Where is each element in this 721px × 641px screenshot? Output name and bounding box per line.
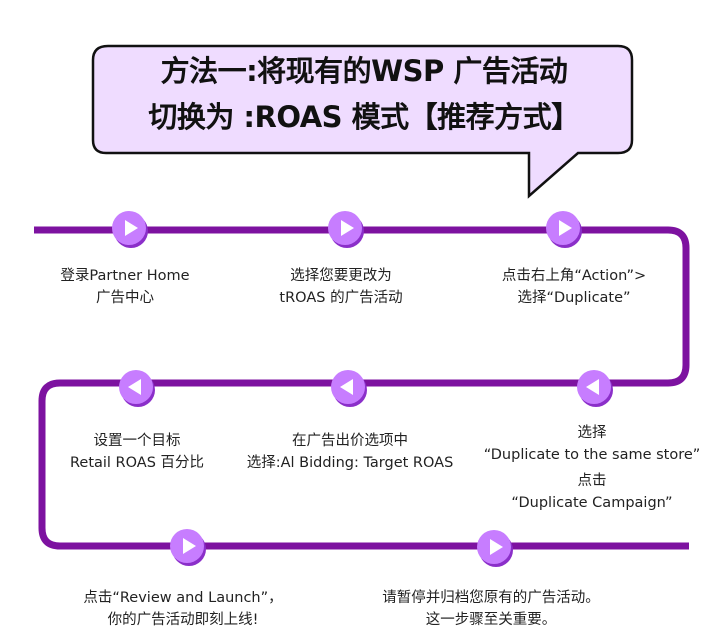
step-3-line-1: 点击右上角“Action”> bbox=[501, 268, 647, 284]
step-5-label: 在广告出价选项中 选择:Al Bidding: Target ROAS bbox=[247, 430, 454, 474]
step-3-button[interactable] bbox=[546, 211, 580, 245]
step-7-line-1: 点击“Review and Launch”， bbox=[83, 590, 283, 606]
step-8-line-2: 这一步骤至关重要。 bbox=[425, 612, 557, 628]
step-6-label: 设置一个目标 Retail ROAS 百分比 bbox=[70, 430, 204, 474]
step-3-label: 点击右上角“Action”> 选择“Duplicate” bbox=[502, 265, 646, 309]
step-4-line-2: “Duplicate to the same store” bbox=[483, 447, 701, 463]
step-1-label: 登录Partner Home 广告中心 bbox=[60, 265, 189, 309]
step-4-line-1: 选择 bbox=[577, 425, 607, 441]
play-left-icon bbox=[127, 379, 141, 395]
play-right-icon bbox=[124, 220, 138, 236]
step-3-line-2: 选择“Duplicate” bbox=[517, 290, 631, 306]
play-right-icon bbox=[340, 220, 354, 236]
step-4-label: 选择 “Duplicate to the same store” 点击 “Dup… bbox=[484, 422, 701, 514]
step-2-line-2: tROAS 的广告活动 bbox=[279, 290, 403, 306]
step-8-line-1: 请暂停并归档您原有的广告活动。 bbox=[382, 590, 600, 606]
step-7-label: 点击“Review and Launch”， 你的广告活动即刻上线! bbox=[83, 587, 282, 631]
play-left-icon bbox=[585, 379, 599, 395]
step-8-button[interactable] bbox=[477, 530, 511, 564]
play-right-icon bbox=[182, 538, 196, 554]
step-4-button[interactable] bbox=[577, 370, 611, 404]
step-2-label: 选择您要更改为 tROAS 的广告活动 bbox=[279, 265, 402, 309]
step-2-button[interactable] bbox=[328, 211, 362, 245]
step-6-line-2: Retail ROAS 百分比 bbox=[69, 455, 205, 471]
step-1-button[interactable] bbox=[112, 211, 146, 245]
step-7-line-2: 你的广告活动即刻上线! bbox=[107, 612, 259, 628]
play-right-icon bbox=[489, 539, 503, 555]
step-5-button[interactable] bbox=[331, 370, 365, 404]
step-4-line-4: “Duplicate Campaign” bbox=[511, 495, 673, 511]
step-5-line-2: 选择:Al Bidding: Target ROAS bbox=[246, 455, 454, 471]
title-line-2: 切换为 :ROAS 模式【推荐方式】 bbox=[148, 100, 580, 134]
step-4-line-3: 点击 bbox=[577, 473, 607, 489]
step-1-line-1: 登录Partner Home bbox=[60, 268, 190, 284]
speech-bubble-title: 方法一:将现有的WSP 广告活动 切换为 :ROAS 模式【推荐方式】 bbox=[96, 48, 632, 140]
step-8-label: 请暂停并归档您原有的广告活动。 这一步骤至关重要。 bbox=[382, 587, 600, 631]
step-2-line-1: 选择您要更改为 bbox=[290, 268, 392, 284]
step-6-line-1: 设置一个目标 bbox=[93, 433, 181, 449]
step-5-line-1: 在广告出价选项中 bbox=[291, 433, 408, 449]
step-7-button[interactable] bbox=[170, 529, 204, 563]
speech-bubble bbox=[91, 44, 634, 199]
step-1-line-2: 广告中心 bbox=[95, 290, 154, 306]
play-left-icon bbox=[339, 379, 353, 395]
step-6-button[interactable] bbox=[119, 370, 153, 404]
play-right-icon bbox=[558, 220, 572, 236]
title-line-1: 方法一:将现有的WSP 广告活动 bbox=[160, 54, 568, 88]
